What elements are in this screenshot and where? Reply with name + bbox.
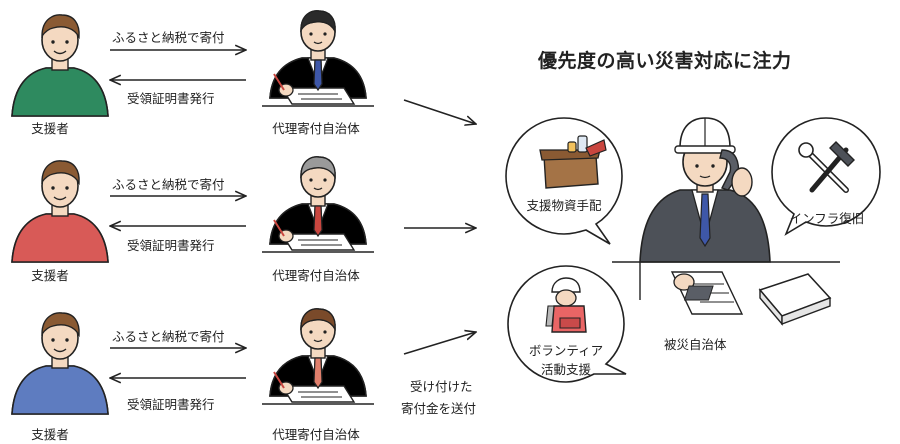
row3-arrow-left-label: 受領証明書発行 [127, 397, 215, 412]
supplies-bubble [505, 117, 623, 245]
volunteer-label-line2: 活動支援 [540, 362, 591, 377]
transfer-label-line2: 寄付金を送付 [401, 401, 477, 416]
row3-agent-figure [261, 307, 375, 405]
transfer-label-line1: 受け付けた [410, 379, 473, 394]
page-title: 優先度の高い災害対応に注力 [538, 50, 792, 72]
volunteer-label-line1: ボランティア [528, 343, 604, 358]
row3-arrow-right-label: ふるさと納税で寄付 [112, 329, 225, 344]
row3-supporter-label: 支援者 [31, 427, 69, 442]
row1-supporter-label: 支援者 [31, 121, 69, 136]
arrow-agent1-to-affected [403, 99, 476, 124]
row2-supporter-figure [11, 160, 109, 263]
infrastructure-bubble [771, 117, 881, 236]
affected-municipality-label: 被災自治体 [664, 337, 727, 352]
telephone-icon [683, 273, 832, 326]
row2-arrow-left-label: 受領証明書発行 [127, 238, 215, 253]
wrench-hammer-icon [798, 141, 855, 193]
affected-official-figure [612, 117, 840, 315]
row3-agent-label: 代理寄付自治体 [272, 427, 360, 442]
row2-agent-figure [261, 155, 375, 253]
row3-supporter-figure [11, 312, 109, 415]
row2-agent-label: 代理寄付自治体 [272, 268, 360, 283]
row2-arrow-right-label: ふるさと納税で寄付 [112, 177, 225, 192]
supplies-box-icon [539, 135, 607, 189]
volunteer-backpack-icon [545, 277, 587, 333]
arrow-agent3-to-affected [403, 332, 476, 355]
row2-supporter-label: 支援者 [31, 268, 69, 283]
supplies-label: 支援物資手配 [526, 198, 602, 213]
row1-agent-figure [261, 9, 375, 107]
volunteer-bubble [507, 265, 627, 383]
row1-arrow-right-label: ふるさと納税で寄付 [112, 30, 225, 45]
row1-supporter-figure [11, 14, 109, 117]
infrastructure-label: インフラ復旧 [789, 211, 865, 226]
row1-agent-label: 代理寄付自治体 [272, 121, 360, 136]
row1-arrow-left-label: 受領証明書発行 [127, 91, 215, 106]
